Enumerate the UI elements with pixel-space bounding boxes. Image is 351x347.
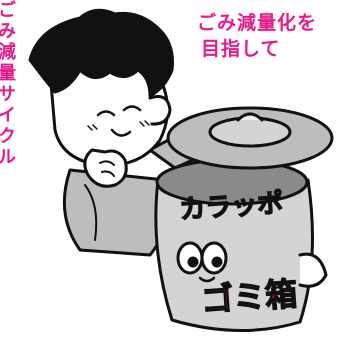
headline-line-1: ごみ減量化を [197,12,318,34]
bin-body [154,178,314,332]
side-caption: ごみ減量サイクル [0,0,16,168]
trash-bin [154,106,334,332]
headline: ごみ減量化を 目指して [197,10,337,62]
bin-type-label: ゴミ箱 [200,275,298,320]
boy-hand [83,148,128,188]
headline-line-2: 目指して [201,38,281,60]
boy-hair [28,8,174,98]
boy-figure [28,8,253,257]
